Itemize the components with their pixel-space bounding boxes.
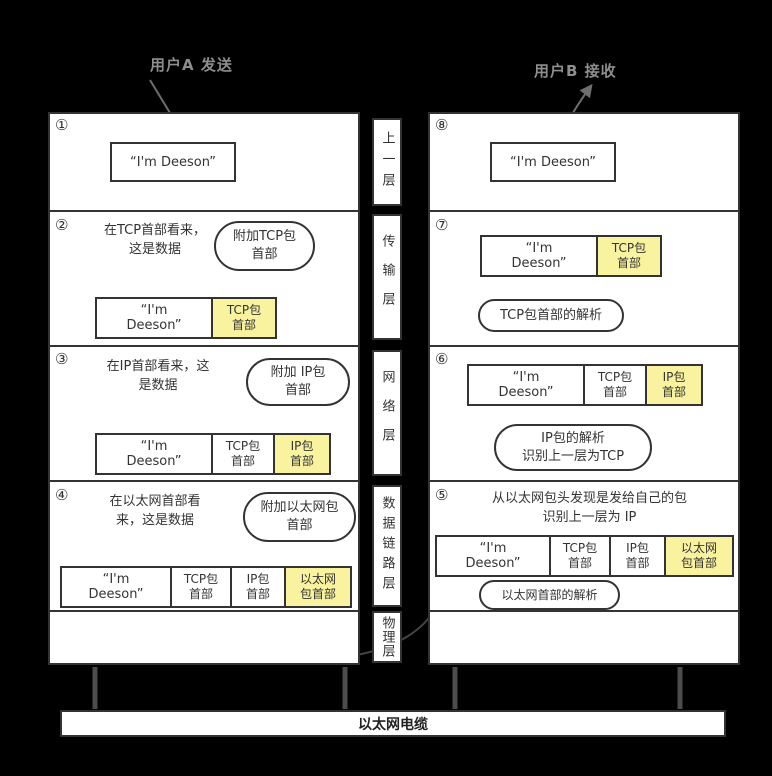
row-divider [50, 480, 358, 482]
note-line: 在IP首部看来，这 [106, 359, 210, 374]
bubble-add-tcp-header: 附加TCP包 首部 [214, 221, 315, 271]
row-divider [430, 480, 738, 482]
row-divider [430, 345, 738, 347]
message-box-step1: “I'm Deeson” [110, 142, 236, 182]
note-line: 这是数据 [128, 242, 181, 257]
packet-cell-tcp-header: TCP包首部 [211, 435, 273, 473]
bubble-line: 首部 [284, 383, 311, 398]
note-line: 识别上一层为 IP [542, 510, 637, 525]
packet-cell-ip-header: IP包首部 [645, 366, 701, 404]
bubble-parse-tcp: TCP包首部的解析 [478, 299, 624, 332]
layer-label-network: 网络层 [372, 350, 402, 476]
bubble-line: 识别上一层为TCP [521, 448, 625, 464]
receiver-label: 用户B 接收 [534, 62, 617, 80]
note-step4: 在以太网首部看 来，这是数据 [96, 492, 214, 530]
note-step5: 从以太网包头发现是发给自己的包 识别上一层为 IP [452, 489, 727, 527]
note-line: 在TCP首部看来， [103, 223, 207, 238]
bubble-parse-ip: IP包的解析 识别上一层为TCP [494, 424, 652, 471]
row-divider [430, 610, 738, 612]
bubble-line: 以太网首部的解析 [501, 588, 598, 602]
bubble-parse-ethernet: 以太网首部的解析 [479, 580, 620, 610]
packet-cell-ip-header: IP包首部 [273, 435, 329, 473]
row-divider [430, 210, 738, 212]
packet-cell-tcp-header: TCP包首部 [549, 537, 609, 575]
packet-cell-tcp-header: TCP包首部 [596, 237, 660, 275]
note-line: 是数据 [138, 378, 178, 393]
bubble-line: 首部 [251, 247, 278, 262]
note-step2: 在TCP首部看来， 这是数据 [96, 221, 214, 259]
message-box-step8: “I'm Deeson” [490, 142, 616, 182]
packet-cell-ip-header: IP包首部 [230, 568, 284, 606]
packet-cell-tcp-header: TCP包首部 [170, 568, 230, 606]
packet-cell-ethernet-header: 以太网包首部 [284, 568, 350, 606]
packet-cell-ip-header: IP包首部 [609, 537, 664, 575]
bubble-line: IP包的解析 [541, 430, 605, 446]
note-step3: 在IP首部看来，这 是数据 [96, 357, 220, 395]
layer-label-datalink: 数据链路层 [372, 485, 402, 607]
bubble-add-ethernet-header: 附加以太网包 首部 [243, 492, 356, 542]
bubble-add-ip-header: 附加 IP包 首部 [246, 358, 350, 406]
step-number-4: ④ [55, 486, 69, 504]
bubble-line: 首部 [286, 518, 313, 533]
packet-cell-ethernet-header: 以太网包首部 [664, 537, 732, 575]
bubble-line: 附加以太网包 [260, 500, 339, 515]
step-number-3: ③ [55, 350, 69, 368]
packet-cell-tcp-header: TCP包首部 [583, 366, 645, 404]
note-line: 从以太网包头发现是发给自己的包 [491, 491, 687, 506]
packet-cell-tcp-header: TCP包首部 [211, 299, 275, 337]
note-line: 来，这是数据 [115, 513, 194, 528]
layer-label-upper: 上一层 [372, 118, 402, 206]
row-divider [50, 210, 358, 212]
step-number-2: ② [55, 216, 69, 234]
bubble-line: TCP包首部的解析 [499, 307, 603, 323]
note-line: 在以太网首部看 [109, 494, 201, 509]
row-divider [50, 345, 358, 347]
bubble-line: 附加 IP包 [270, 365, 326, 380]
layer-label-transport: 传输层 [372, 214, 402, 340]
ethernet-cable-bar: 以太网电缆 [60, 710, 726, 737]
step-number-8: ⑧ [435, 116, 449, 134]
step-number-7: ⑦ [435, 216, 449, 234]
sender-label: 用户A 发送 [150, 56, 233, 74]
layer-label-physical: 物理层 [372, 611, 402, 663]
bubble-line: 附加TCP包 [232, 229, 297, 244]
step-number-6: ⑥ [435, 350, 449, 368]
step-number-5: ⑤ [435, 486, 449, 504]
row-divider [50, 610, 358, 612]
step-number-1: ① [55, 116, 69, 134]
